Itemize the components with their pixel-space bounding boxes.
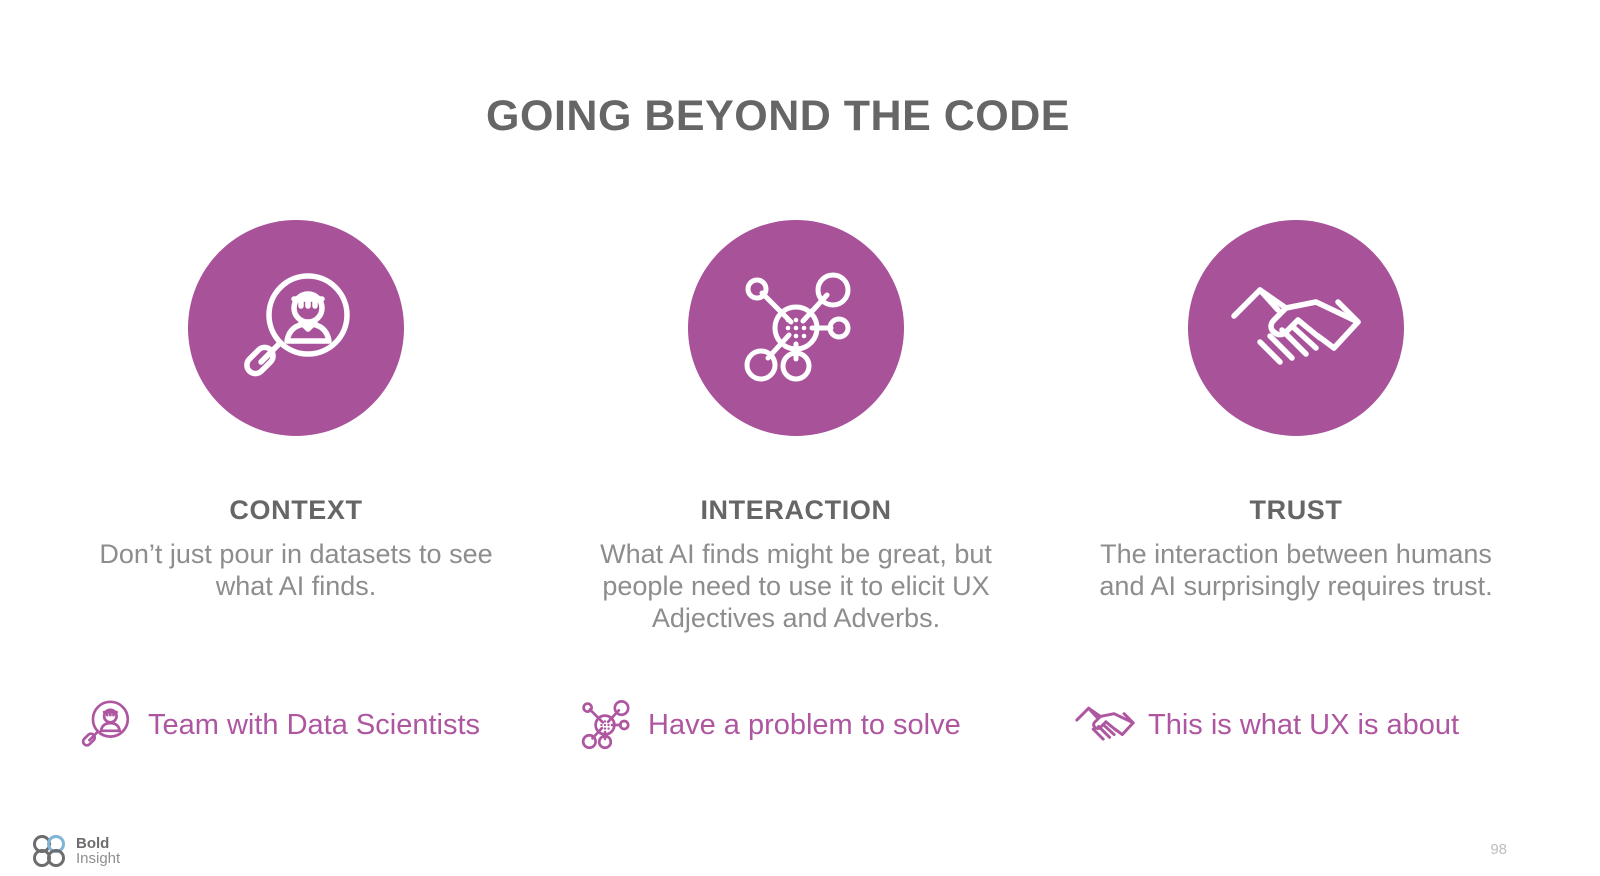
feature-column-interaction: INTERACTION What AI finds might be great…: [546, 220, 1046, 634]
interaction-body: What AI finds might be great, but people…: [600, 539, 992, 633]
brand-name-line2: Insight: [76, 850, 121, 867]
callout-trust-label: This is what UX is about: [1148, 708, 1460, 741]
brand-logo: Bold Insight: [32, 834, 120, 868]
network-hub-icon: [731, 263, 861, 393]
interaction-icon-badge: [688, 220, 904, 436]
page-title: GOING BEYOND THE CODE: [486, 92, 1070, 140]
brand-logo-wordmark: Bold Insight: [76, 836, 120, 866]
callout-row: Team with Data Scientists: [46, 694, 1546, 756]
callout-interaction: Have a problem to solve: [546, 694, 1046, 756]
handshake-icon: [1074, 694, 1136, 756]
context-body: Don’t just pour in datasets to see what …: [99, 539, 493, 601]
callout-interaction-label: Have a problem to solve: [648, 708, 961, 741]
handshake-icon: [1230, 272, 1362, 384]
network-hub-icon: [574, 694, 636, 756]
brand-name-line1: Bold: [76, 835, 110, 852]
magnifier-person-icon: [231, 263, 361, 393]
bold-insight-logo-icon: [32, 834, 70, 868]
interaction-heading: INTERACTION: [700, 495, 892, 525]
callout-trust: This is what UX is about: [1046, 694, 1546, 756]
magnifier-person-icon: [74, 694, 136, 756]
context-icon-badge: [188, 220, 404, 436]
context-heading: CONTEXT: [229, 495, 363, 525]
trust-icon-badge: [1188, 220, 1404, 436]
page-number: 98: [1490, 841, 1507, 858]
feature-column-trust: TRUST The interaction between humans and…: [1046, 220, 1546, 602]
callout-context: Team with Data Scientists: [46, 694, 546, 756]
callout-context-label: Team with Data Scientists: [148, 708, 481, 741]
trust-heading: TRUST: [1249, 495, 1343, 525]
trust-body: The interaction between humans and AI su…: [1099, 539, 1493, 601]
feature-columns: CONTEXT Don’t just pour in datasets to s…: [46, 220, 1546, 634]
feature-column-context: CONTEXT Don’t just pour in datasets to s…: [46, 220, 546, 602]
